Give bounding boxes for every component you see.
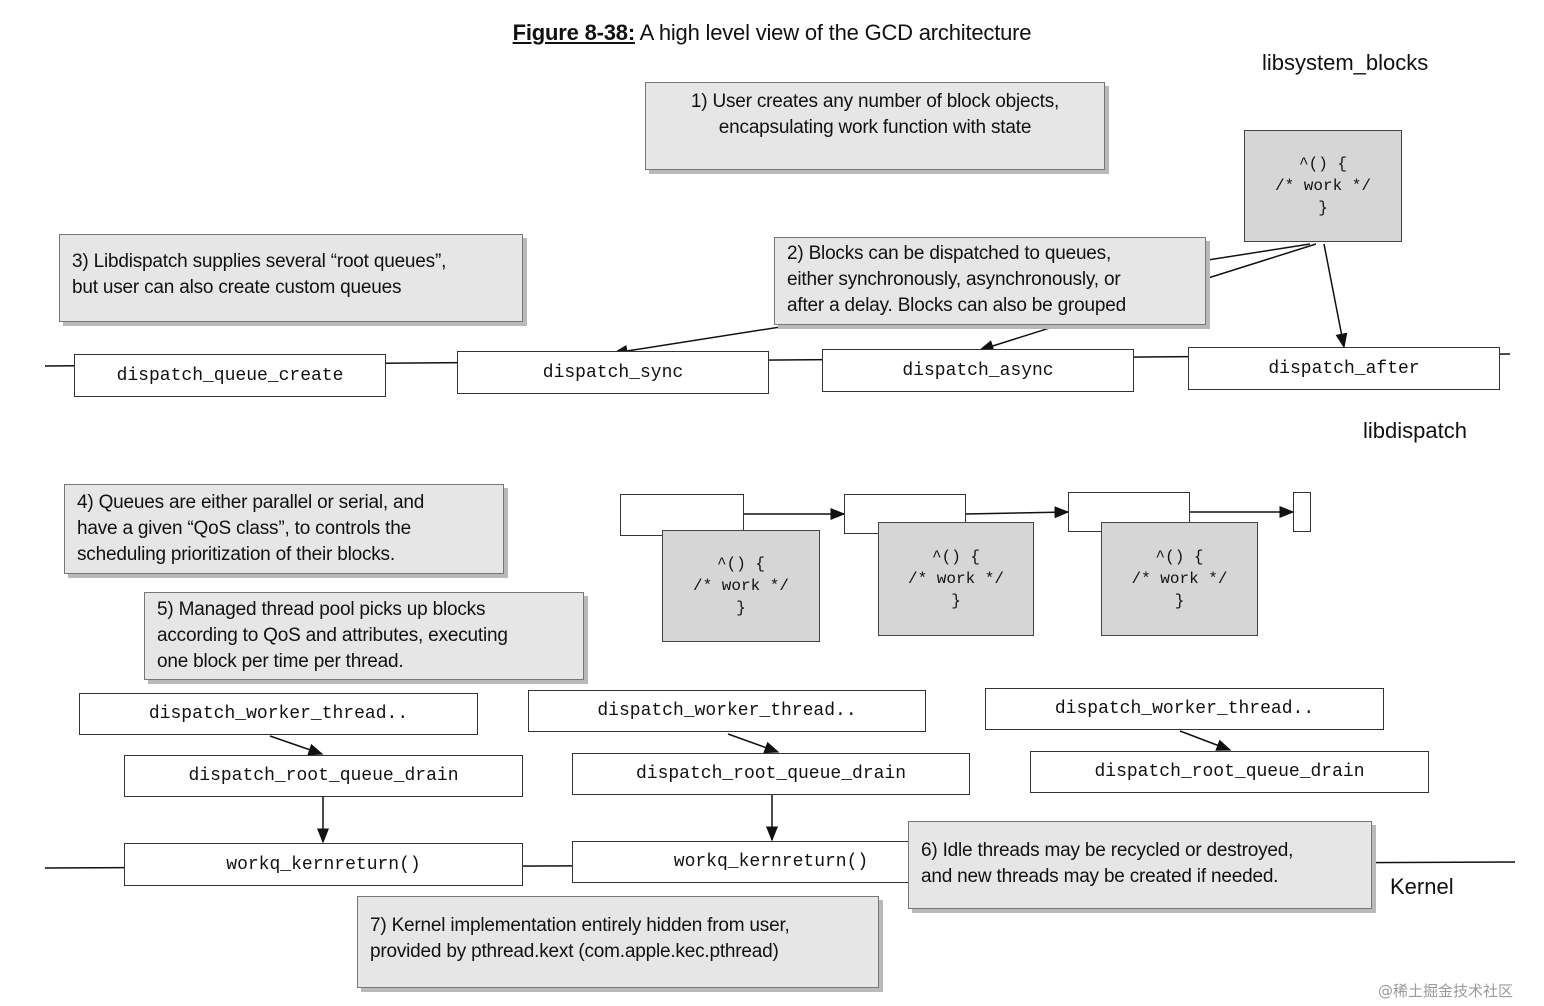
block-code-line-3: } bbox=[1174, 592, 1185, 610]
block-code-line-2: /* work */ bbox=[692, 577, 789, 595]
block-code-line-2: /* work */ bbox=[1274, 177, 1371, 195]
queue-slot bbox=[620, 494, 744, 536]
note-2-line-3: after a delay. Blocks can also be groupe… bbox=[787, 295, 1126, 316]
block-code-line-3: } bbox=[951, 592, 961, 610]
note-3-line-1: 3) Libdispatch supplies several “root qu… bbox=[72, 251, 447, 272]
dispatch-after-box: dispatch_after bbox=[1188, 347, 1500, 390]
note-1-line-2: encapsulating work function with state bbox=[718, 117, 1032, 138]
note-1-line-1: 1) User creates any number of block obje… bbox=[690, 91, 1060, 112]
worker-thread-box-1: dispatch_worker_thread.. bbox=[79, 693, 478, 735]
note-4-line-3: scheduling prioritization of their block… bbox=[77, 544, 395, 565]
root-queue-drain-box-2: dispatch_root_queue_drain bbox=[572, 753, 970, 795]
note-7-kernel-implementation: 7) Kernel implementation entirely hidden… bbox=[357, 896, 879, 988]
note-6-line-2: and new threads may be created if needed… bbox=[921, 866, 1279, 887]
note-5-line-2: according to QoS and attributes, executi… bbox=[157, 625, 508, 646]
note-5-thread-pool: 5) Managed thread pool picks up blocks a… bbox=[144, 592, 584, 680]
note-2-line-1: 2) Blocks can be dispatched to queues, bbox=[787, 243, 1112, 264]
note-2-line-2: either synchronously, asynchronously, or bbox=[787, 269, 1121, 290]
workq-kernreturn-box-2: workq_kernreturn() bbox=[572, 841, 970, 883]
figure-title: Figure 8-38: A high level view of the GC… bbox=[0, 20, 1544, 46]
block-code-line-1: ^() { bbox=[931, 548, 980, 566]
root-queue-drain-box-3: dispatch_root_queue_drain bbox=[1030, 751, 1429, 793]
dispatch-queue-create-box: dispatch_queue_create bbox=[74, 354, 386, 397]
layer-label-libsystem-blocks: libsystem_blocks bbox=[1262, 50, 1429, 75]
note-2-dispatch-modes: 2) Blocks can be dispatched to queues, e… bbox=[774, 237, 1206, 325]
block-code-line-1: ^() { bbox=[1155, 548, 1204, 566]
note-6-idle-threads: 6) Idle threads may be recycled or destr… bbox=[908, 821, 1372, 909]
worker-thread-box-3: dispatch_worker_thread.. bbox=[985, 688, 1384, 730]
note-7-line-2: provided by pthread.kext (com.apple.kec.… bbox=[370, 941, 779, 962]
block-object-queued-2: ^() { /* work */ } bbox=[878, 522, 1034, 636]
note-4-queue-types: 4) Queues are either parallel or serial,… bbox=[64, 484, 504, 574]
block-code-line-3: } bbox=[736, 599, 746, 617]
note-1-block-objects: 1) User creates any number of block obje… bbox=[645, 82, 1105, 170]
block-code-line-1: ^() { bbox=[716, 555, 765, 573]
block-code-line-3: } bbox=[1318, 199, 1328, 217]
note-5-line-1: 5) Managed thread pool picks up blocks bbox=[157, 599, 486, 620]
block-object-queued-1: ^() { /* work */ } bbox=[662, 530, 820, 642]
block-code-line-1: ^() { bbox=[1298, 155, 1347, 173]
workq-kernreturn-box-1: workq_kernreturn() bbox=[124, 843, 523, 886]
figure-caption: A high level view of the GCD architectur… bbox=[639, 20, 1032, 45]
note-7-line-1: 7) Kernel implementation entirely hidden… bbox=[370, 915, 790, 936]
root-queue-drain-box-1: dispatch_root_queue_drain bbox=[124, 755, 523, 797]
block-code-line-2: /* work */ bbox=[1131, 570, 1228, 588]
note-5-line-3: one block per time per thread. bbox=[157, 651, 404, 672]
layer-label-kernel: Kernel bbox=[1390, 874, 1454, 899]
queue-tail-slot bbox=[1293, 492, 1311, 532]
note-6-line-1: 6) Idle threads may be recycled or destr… bbox=[921, 840, 1294, 861]
note-3-line-2: but user can also create custom queues bbox=[72, 277, 402, 298]
note-3-root-queues: 3) Libdispatch supplies several “root qu… bbox=[59, 234, 523, 322]
dispatch-sync-box: dispatch_sync bbox=[457, 351, 769, 394]
worker-thread-box-2: dispatch_worker_thread.. bbox=[528, 690, 926, 732]
dispatch-async-box: dispatch_async bbox=[822, 349, 1134, 392]
block-object-top: ^() { /* work */ } bbox=[1244, 130, 1402, 242]
figure-number: Figure 8-38: bbox=[512, 20, 635, 45]
note-4-line-1: 4) Queues are either parallel or serial,… bbox=[77, 492, 425, 513]
watermark-text: @稀土掘金技术社区 bbox=[1378, 982, 1514, 1000]
layer-label-libdispatch: libdispatch bbox=[1363, 418, 1467, 443]
block-code-line-2: /* work */ bbox=[907, 570, 1004, 588]
block-object-queued-3: ^() { /* work */ } bbox=[1101, 522, 1258, 636]
note-4-line-2: have a given “QoS class”, to controls th… bbox=[77, 518, 411, 539]
